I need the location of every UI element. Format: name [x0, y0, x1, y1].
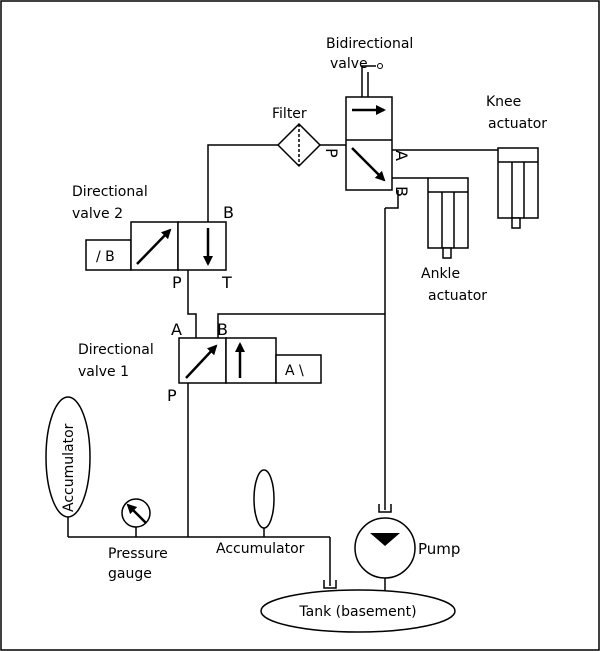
pressure-gauge-label-line2: gauge — [108, 566, 152, 582]
bidirectional-valve-label-line2: valve — [330, 56, 368, 72]
ankle-actuator-label-line1: Ankle — [421, 266, 460, 282]
directional-valve-2-label-line2: valve 2 — [72, 206, 123, 222]
directional-valve-1 — [178, 337, 322, 384]
dv1-solenoid-label: A \ — [285, 363, 304, 379]
dv2-port-p: P — [172, 273, 182, 292]
accumulator-left-label: Accumulator — [61, 423, 77, 512]
dv1-port-b: B — [217, 320, 228, 339]
dv1-port-p: P — [167, 386, 177, 405]
knee-actuator — [497, 147, 539, 229]
directional-valve-2 — [85, 221, 227, 271]
dv2-solenoid-label: / B — [96, 249, 115, 265]
pump-label: Pump — [418, 540, 460, 558]
tank-label: Tank (basement) — [298, 604, 416, 620]
directional-valve-1-label-line2: valve 1 — [78, 364, 129, 380]
pressure-gauge — [121, 498, 151, 528]
pressure-gauge-label-line1: Pressure — [108, 546, 168, 562]
pump — [354, 504, 416, 579]
filter — [276, 122, 322, 168]
ankle-actuator-label-line2: actuator — [428, 288, 487, 304]
bidirectional-valve — [345, 63, 393, 191]
dv1-port-a: A — [171, 320, 182, 339]
dv2-port-b: B — [223, 203, 234, 222]
directional-valve-2-label-line1: Directional — [72, 184, 148, 200]
ankle-actuator — [427, 177, 469, 259]
piping — [67, 144, 498, 592]
accumulator-right — [253, 469, 275, 529]
tank — [260, 580, 456, 633]
bidir-port-b: B — [392, 186, 411, 197]
filter-label: Filter — [272, 106, 307, 122]
dv2-port-t: T — [221, 273, 232, 292]
knee-actuator-label-line1: Knee — [486, 94, 521, 110]
directional-valve-1-label-line1: Directional — [78, 342, 154, 358]
knee-actuator-label-line2: actuator — [488, 116, 547, 132]
bidir-port-p: P — [322, 148, 341, 158]
bidirectional-valve-label-line1: Bidirectional — [326, 36, 413, 52]
accumulator-left — [45, 396, 91, 518]
bidir-port-a: A — [392, 150, 411, 161]
accumulator-right-label: Accumulator — [216, 541, 305, 557]
